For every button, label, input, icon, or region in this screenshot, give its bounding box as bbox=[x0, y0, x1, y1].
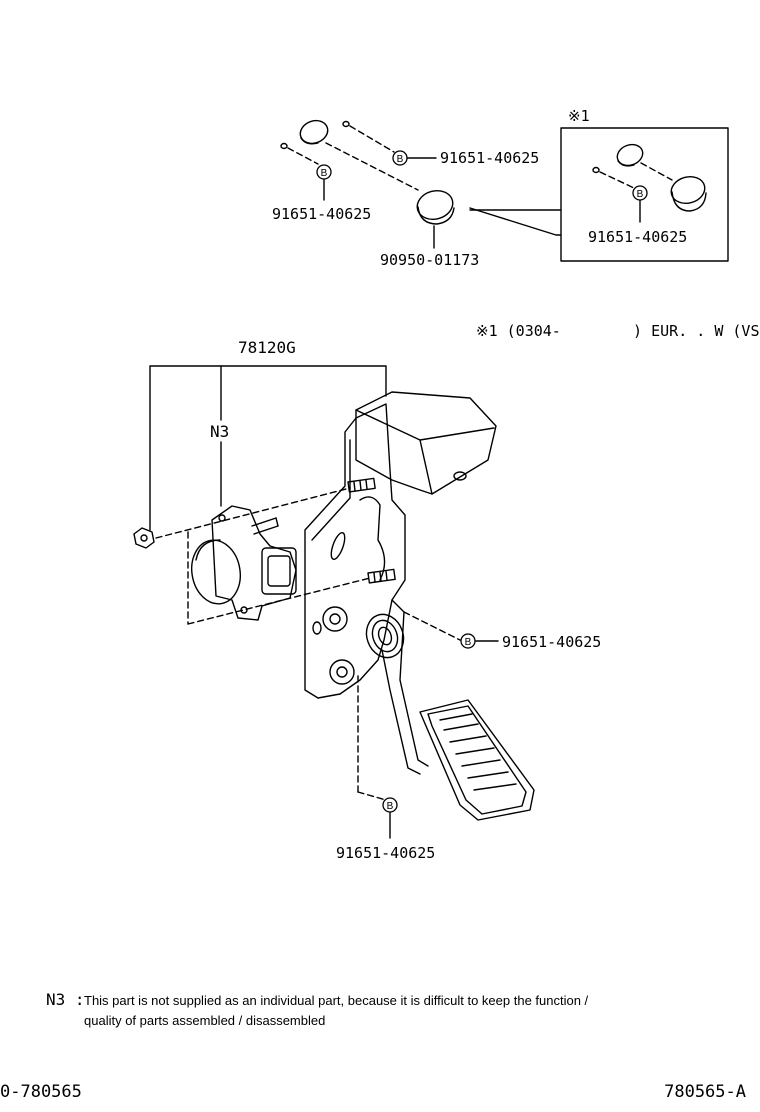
footnote-code: N3 : bbox=[46, 990, 85, 1009]
variant-note: ※1 (0304- ) EUR. . W (VSC) bbox=[476, 322, 760, 340]
svg-text:B: B bbox=[321, 168, 328, 179]
svg-text:B: B bbox=[637, 189, 644, 200]
stud-part bbox=[347, 477, 376, 493]
part-number-label: 91651-40625 bbox=[272, 205, 371, 223]
bolt-marker-b: B bbox=[632, 185, 648, 201]
diagram-code-left: 0-780565 bbox=[0, 1082, 82, 1102]
sub-part-label: N3 bbox=[210, 422, 229, 441]
footnote-text-line1: This part is not supplied as an individu… bbox=[84, 993, 589, 1008]
pedal-bracket bbox=[304, 403, 406, 699]
clip-part bbox=[342, 120, 350, 128]
part-number-label: 90950-01173 bbox=[380, 251, 479, 269]
pedal-position-sensor bbox=[191, 505, 297, 621]
pedal-arm bbox=[381, 599, 429, 775]
part-number-label: 91651-40625 bbox=[502, 633, 601, 651]
clip-part bbox=[280, 142, 288, 150]
bolt-marker-b: B bbox=[392, 150, 408, 166]
svg-text:B: B bbox=[465, 637, 472, 648]
pedal-housing bbox=[355, 391, 497, 495]
svg-text:B: B bbox=[397, 154, 404, 165]
small-cap-part bbox=[299, 119, 329, 145]
assembly-bracket bbox=[149, 365, 387, 531]
part-number-label: 91651-40625 bbox=[440, 149, 539, 167]
svg-text:B: B bbox=[387, 801, 394, 812]
inset-small-cap bbox=[616, 143, 644, 167]
bolt-marker-b: B bbox=[382, 797, 398, 813]
inset-box bbox=[560, 127, 729, 262]
part-number-label: 91651-40625 bbox=[588, 228, 687, 246]
assembly-number-label: 78120G bbox=[238, 338, 296, 357]
nut-part bbox=[133, 527, 155, 549]
large-cap-part bbox=[416, 189, 455, 225]
pedal-spring bbox=[365, 613, 405, 659]
inset-large-cap bbox=[670, 175, 707, 212]
bolt-marker-b: B bbox=[460, 633, 476, 649]
part-number-label: 91651-40625 bbox=[336, 844, 435, 862]
inset-marker: ※1 bbox=[568, 107, 590, 125]
footnote-text-line2: quality of parts assembled / disassemble… bbox=[84, 1013, 326, 1028]
pedal-pad bbox=[419, 699, 535, 821]
diagram-code-right: 780565-A bbox=[664, 1082, 746, 1102]
bolt-marker-b: B bbox=[316, 164, 332, 180]
